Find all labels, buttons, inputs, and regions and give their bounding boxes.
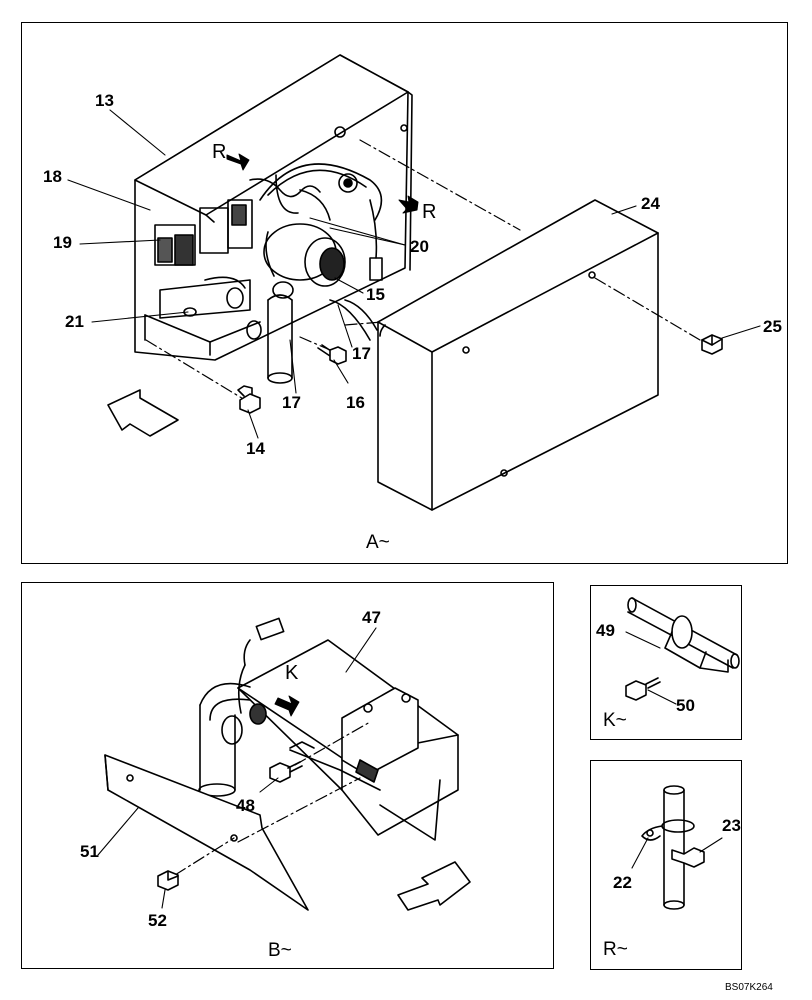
leader-lines-b [97,627,377,909]
label-20: 20 [410,237,429,256]
airflow-arrow-a [107,389,179,437]
label-52: 52 [148,911,167,930]
bolt-48 [269,761,303,783]
arrow-r-right [398,195,419,214]
label-50: 50 [676,696,695,715]
heater-housing [134,54,413,361]
label-18: 18 [43,167,62,186]
label-17-left: 17 [282,393,301,412]
blower-pipe-b [198,617,285,797]
label-13: 13 [95,91,114,110]
view-a-caption: A~ [366,532,390,553]
label-r-right: R [422,201,437,223]
arrow-k [274,695,300,717]
arrow-r-left [226,153,250,171]
label-22: 22 [613,873,632,892]
label-24: 24 [641,194,660,213]
duct-hoses [246,281,378,384]
view-b-caption: B~ [268,940,292,961]
assembly-lines-b [174,721,371,876]
view-r-caption: R~ [603,939,628,960]
label-49: 49 [596,621,615,640]
label-17-right: 17 [352,344,371,363]
bolt-52 [157,870,179,891]
control-components [144,174,383,356]
hose-clamp-r [631,785,723,910]
plate-51 [104,754,309,911]
label-21: 21 [65,312,84,331]
bolt-25 [701,334,723,355]
bracket-assembly [237,639,459,841]
label-r-left: R [212,141,227,163]
label-23: 23 [722,816,741,835]
bolt-16 [317,344,347,365]
blower-motor [259,163,383,287]
label-48: 48 [236,796,255,815]
figure-code: BS07K264 [725,982,773,993]
cover-24 [377,199,659,511]
airflow-arrow-b [397,861,471,911]
pipe-clamp-k [625,597,740,705]
bolt-14 [237,385,261,414]
leader-lines-a [67,109,761,439]
view-r-panel [590,760,742,970]
label-51: 51 [80,842,99,861]
label-25: 25 [763,317,782,336]
label-14: 14 [246,439,265,458]
label-47: 47 [362,608,381,627]
view-k-panel [590,585,742,740]
label-19: 19 [53,233,72,252]
label-k-arrow: K [285,662,299,684]
label-15: 15 [366,285,385,304]
label-16: 16 [346,393,365,412]
view-k-caption: K~ [603,710,627,731]
